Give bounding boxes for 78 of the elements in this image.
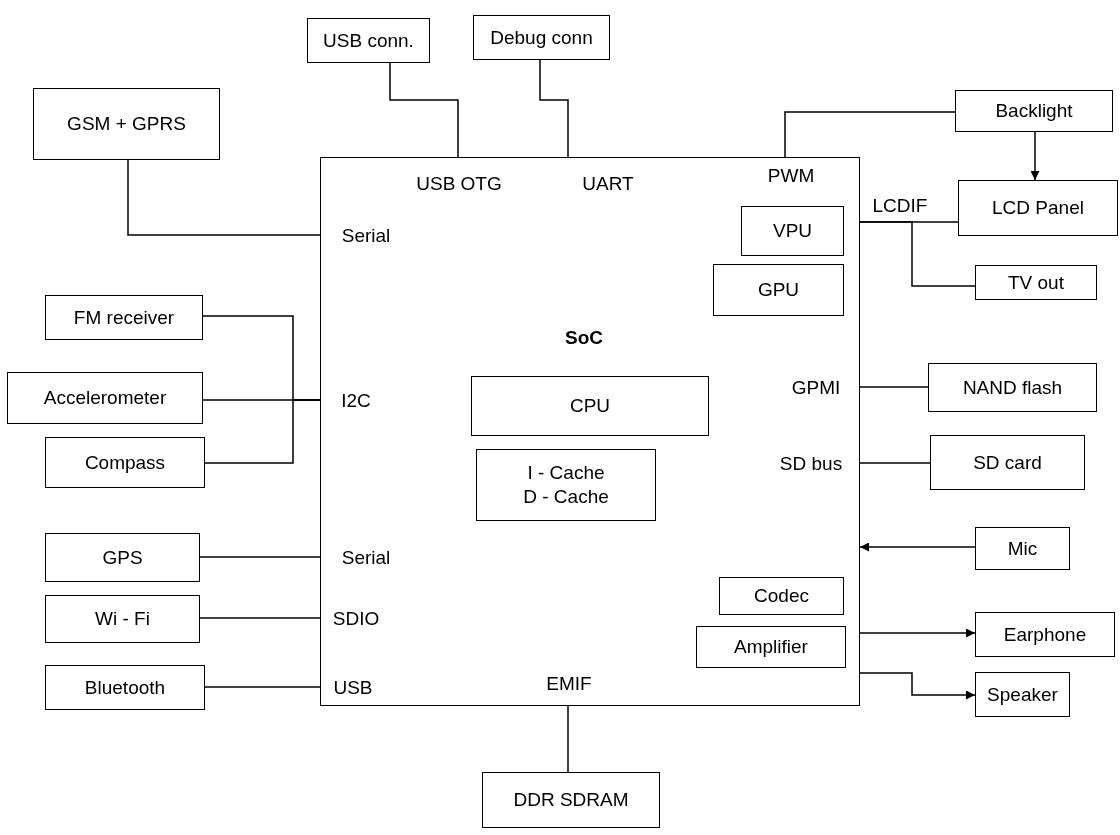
box-label: Accelerometer <box>43 386 167 410</box>
module-box <box>476 449 656 521</box>
interface-label: GPMI <box>791 377 841 399</box>
connector-line <box>204 686 321 688</box>
box-label: FM receiver <box>73 305 175 330</box>
component-box <box>975 672 1070 717</box>
box-label: D - Cache <box>523 485 609 509</box>
interface-label: UART <box>582 173 634 195</box>
connector-line <box>859 462 931 464</box>
interface-label: EMIF <box>546 673 592 695</box>
connector-line <box>204 399 321 464</box>
connector-line <box>784 111 956 158</box>
module-box <box>696 626 846 668</box>
component-box <box>482 772 660 828</box>
box-label: Bluetooth <box>84 675 166 700</box>
box-label: Wi - Fi <box>95 607 150 631</box>
component-box <box>7 372 203 424</box>
component-box <box>955 90 1113 132</box>
box-label: I - Cache <box>527 461 605 485</box>
interface-label: USB <box>333 677 373 699</box>
box-label: NAND flash <box>962 375 1063 400</box>
component-box <box>930 435 1085 490</box>
connector-line <box>127 159 321 236</box>
component-box <box>307 18 430 63</box>
arrow <box>859 672 976 700</box>
connector-line <box>567 705 569 773</box>
box-label: GSM + GPRS <box>67 112 186 136</box>
box-label: GPU <box>757 278 800 302</box>
component-box <box>975 265 1097 300</box>
arrow <box>859 542 976 552</box>
box-label: Speaker <box>987 682 1058 707</box>
arrow <box>859 628 976 638</box>
box-label: SD card <box>973 450 1042 475</box>
box-label: DDR SDRAM <box>513 788 629 812</box>
module-box <box>741 206 844 256</box>
connector-line <box>859 221 976 287</box>
box-label: Codec <box>754 584 809 608</box>
connector-line <box>199 617 321 619</box>
component-box <box>958 180 1118 236</box>
component-box <box>45 295 203 340</box>
module-box <box>719 577 844 615</box>
box-label: Earphone <box>1003 622 1087 647</box>
soc-block <box>320 157 860 706</box>
box-label: GPS <box>102 545 143 570</box>
module-box <box>713 264 844 316</box>
box-label: Backlight <box>995 99 1073 123</box>
box-label: CPU <box>569 394 611 418</box>
interface-label: USB OTG <box>416 173 502 195</box>
component-box <box>928 363 1097 412</box>
connector-line <box>539 59 569 158</box>
interface-label: SDIO <box>332 608 380 630</box>
component-box <box>33 88 220 160</box>
box-label: TV out <box>1008 270 1064 295</box>
box-label: USB conn. <box>323 28 414 53</box>
component-box <box>45 595 200 643</box>
box-label: Debug conn <box>490 25 593 50</box>
component-box <box>975 527 1070 570</box>
connector-line <box>199 556 321 558</box>
component-box <box>975 612 1115 657</box>
component-box <box>45 533 200 582</box>
component-box <box>45 437 205 488</box>
interface-label: PWM <box>767 165 815 187</box>
block-title: SoC <box>565 327 603 349</box>
component-box <box>473 15 610 60</box>
box-label: VPU <box>772 219 813 243</box>
module-box <box>471 376 709 436</box>
box-label: Mic <box>1007 536 1038 561</box>
box-label: Compass <box>84 450 166 475</box>
interface-label: I2C <box>341 390 371 412</box>
box-label: LCD Panel <box>992 196 1084 220</box>
connector-line <box>389 62 459 158</box>
component-box <box>45 665 205 710</box>
interface-label: Serial <box>341 225 391 247</box>
interface-label: SD bus <box>779 453 843 475</box>
arrow <box>1030 131 1040 181</box>
box-label: Amplifier <box>734 635 808 659</box>
connector-line <box>859 386 929 388</box>
interface-label: Serial <box>341 547 391 569</box>
